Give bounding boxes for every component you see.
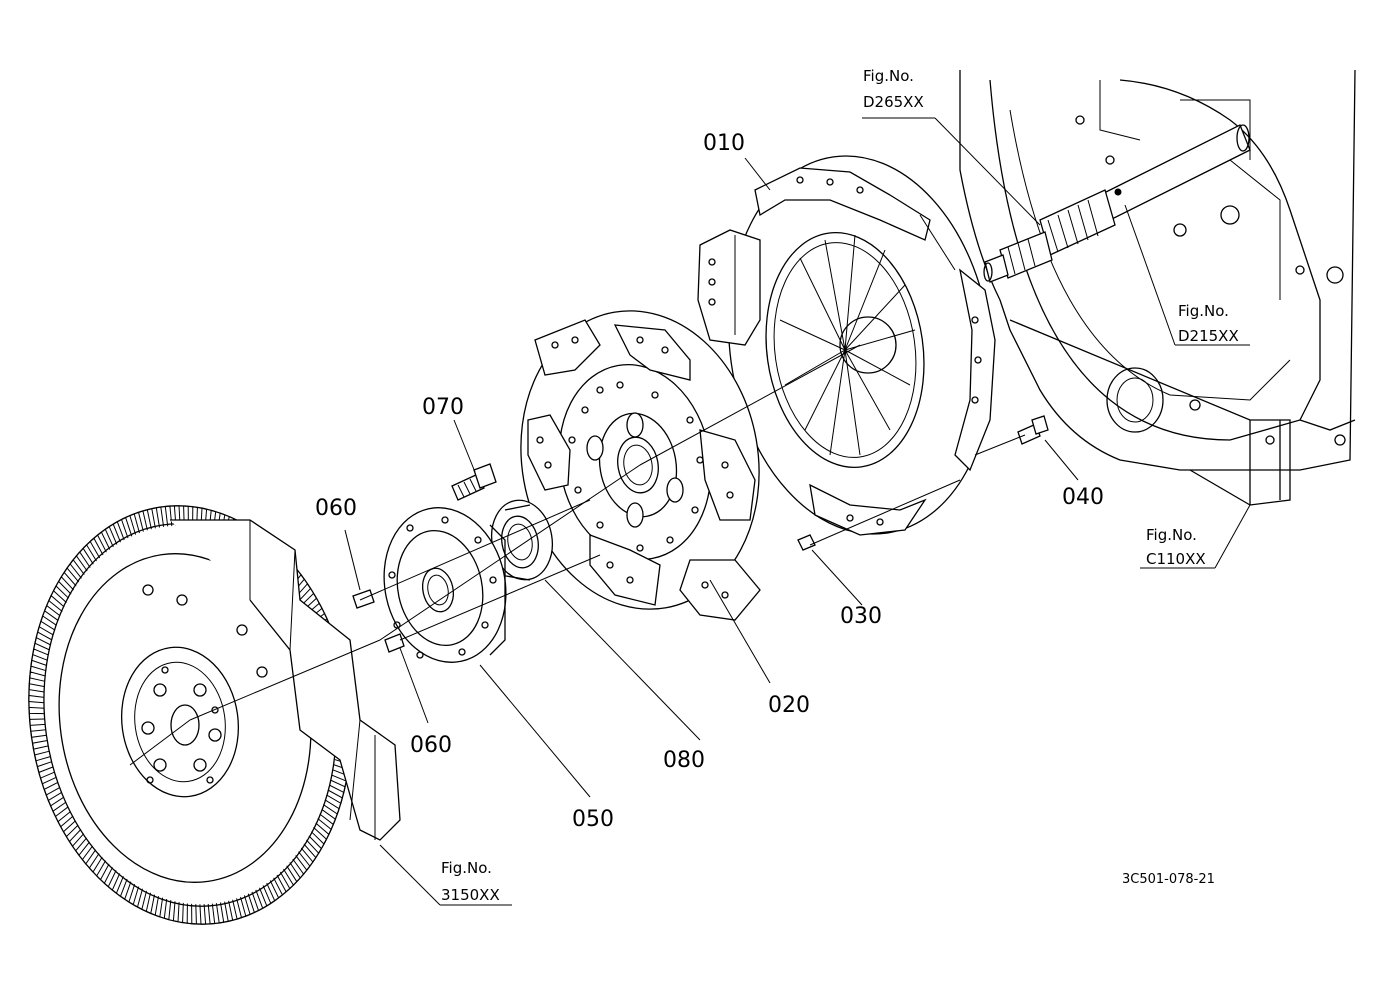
part-label-070: 070 [422,395,464,420]
dowel-pin-060-lower [384,633,405,653]
transmission-housing [959,69,1356,506]
fig-ref-c110-number: C110XX [1146,550,1206,568]
part-label-060-upper: 060 [315,496,357,521]
part-label-080: 080 [663,748,705,773]
flywheel [28,505,401,925]
fig-ref-3150-number: 3150XX [441,886,500,904]
part-label-010: 010 [703,131,745,156]
fig-ref-d265-caption: Fig.No. [863,67,914,85]
drawing-code: 3C501-078-21 [1122,872,1215,887]
center-axis [129,344,1026,766]
fig-ref-3150-caption: Fig.No. [441,859,492,877]
hub-plate [383,507,507,663]
dowel-pin-030 [797,534,816,551]
bolt-040 [1017,415,1049,445]
input-shaft [983,124,1251,283]
part-label-040: 040 [1062,485,1104,510]
part-label-060-lower: 060 [410,733,452,758]
fig-ref-c110-caption: Fig.No. [1146,526,1197,544]
pilot-bearing [491,499,553,581]
part-label-050: 050 [572,807,614,832]
fig-ref-d215-caption: Fig.No. [1178,302,1229,320]
fig-ref-d215-number: D215XX [1178,327,1239,345]
bolt-070 [451,463,497,501]
clutch-disc [520,310,761,621]
fig-ref-d265-number: D265XX [863,93,924,111]
part-label-020: 020 [768,693,810,718]
part-label-030: 030 [840,604,882,629]
leader-lines [344,117,1251,906]
